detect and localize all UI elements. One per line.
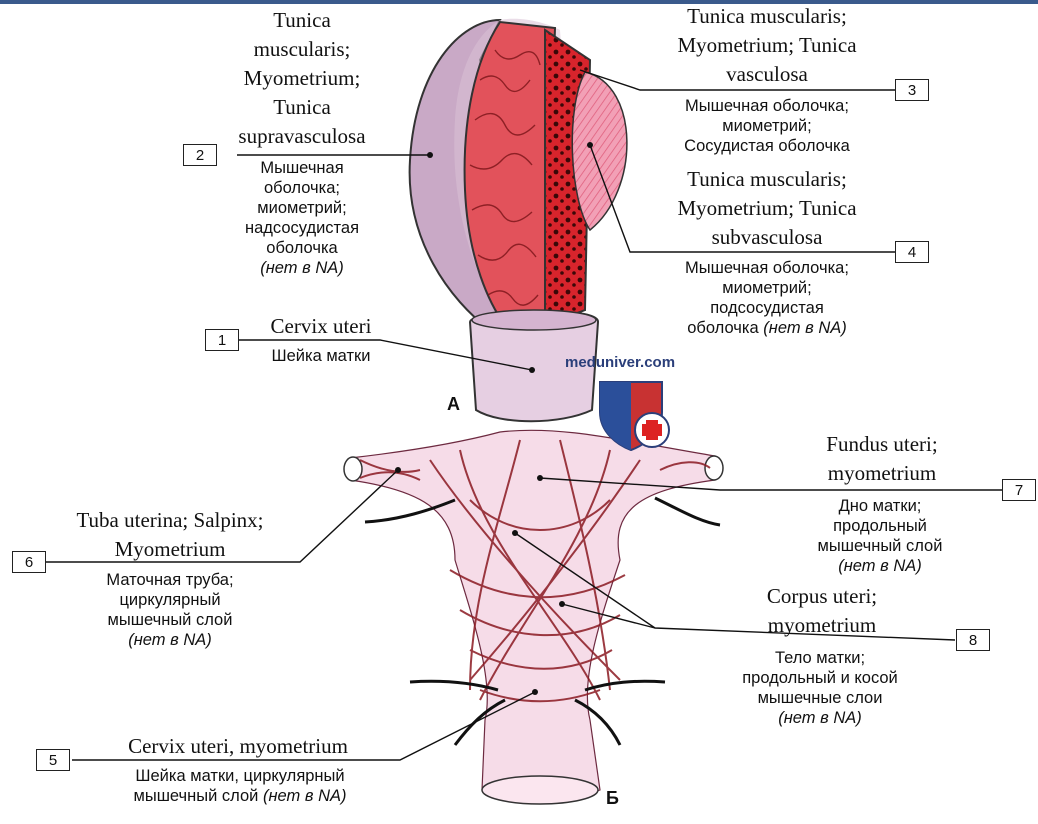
label-3-latin: Tunica muscularis; Myometrium; Tunica va… (642, 2, 892, 89)
label-6-number: 6 (12, 551, 46, 573)
panel-b-letter: Б (606, 788, 619, 809)
label-2-latin: Tunica muscularis; Myometrium; Tunica su… (232, 6, 372, 151)
label-7-number: 7 (1002, 479, 1036, 501)
label-4-latin: Tunica muscularis; Myometrium; Tunica su… (642, 165, 892, 252)
label-7-latin: Fundus uteri; myometrium (782, 430, 982, 488)
label-4-russian: Мышечная оболочка; миометрий; подсосудис… (632, 258, 902, 338)
label-5-latin: Cervix uteri, myometrium (88, 732, 388, 761)
label-6-russian: Маточная труба; циркулярный мышечный сло… (70, 570, 270, 650)
label-8-latin: Corpus uteri; myometrium (722, 582, 922, 640)
label-4-number: 4 (895, 241, 929, 263)
panel-a-letter: А (447, 394, 460, 415)
label-3-russian: Мышечная оболочка; миометрий; Сосудистая… (632, 96, 902, 156)
label-1-russian: Шейка матки (246, 346, 396, 366)
label-8-number: 8 (956, 629, 990, 651)
label-8-russian: Тело матки; продольный и косой мышечные … (700, 648, 940, 728)
label-2-number: 2 (183, 144, 217, 166)
label-1-latin: Cervix uteri (246, 312, 396, 341)
label-3-number: 3 (895, 79, 929, 101)
label-1-number: 1 (205, 329, 239, 351)
watermark-text: meduniver.com (565, 354, 675, 371)
label-2-russian: Мышечная оболочка; миометрий; надсосудис… (230, 158, 374, 278)
label-5-russian: Шейка матки, циркулярный мышечный слой (… (80, 766, 400, 806)
label-7-russian: Дно матки; продольный мышечный слой(нет … (770, 496, 990, 576)
label-6-latin: Tuba uterina; Salpinx; Myometrium (40, 506, 300, 564)
label-5-number: 5 (36, 749, 70, 771)
